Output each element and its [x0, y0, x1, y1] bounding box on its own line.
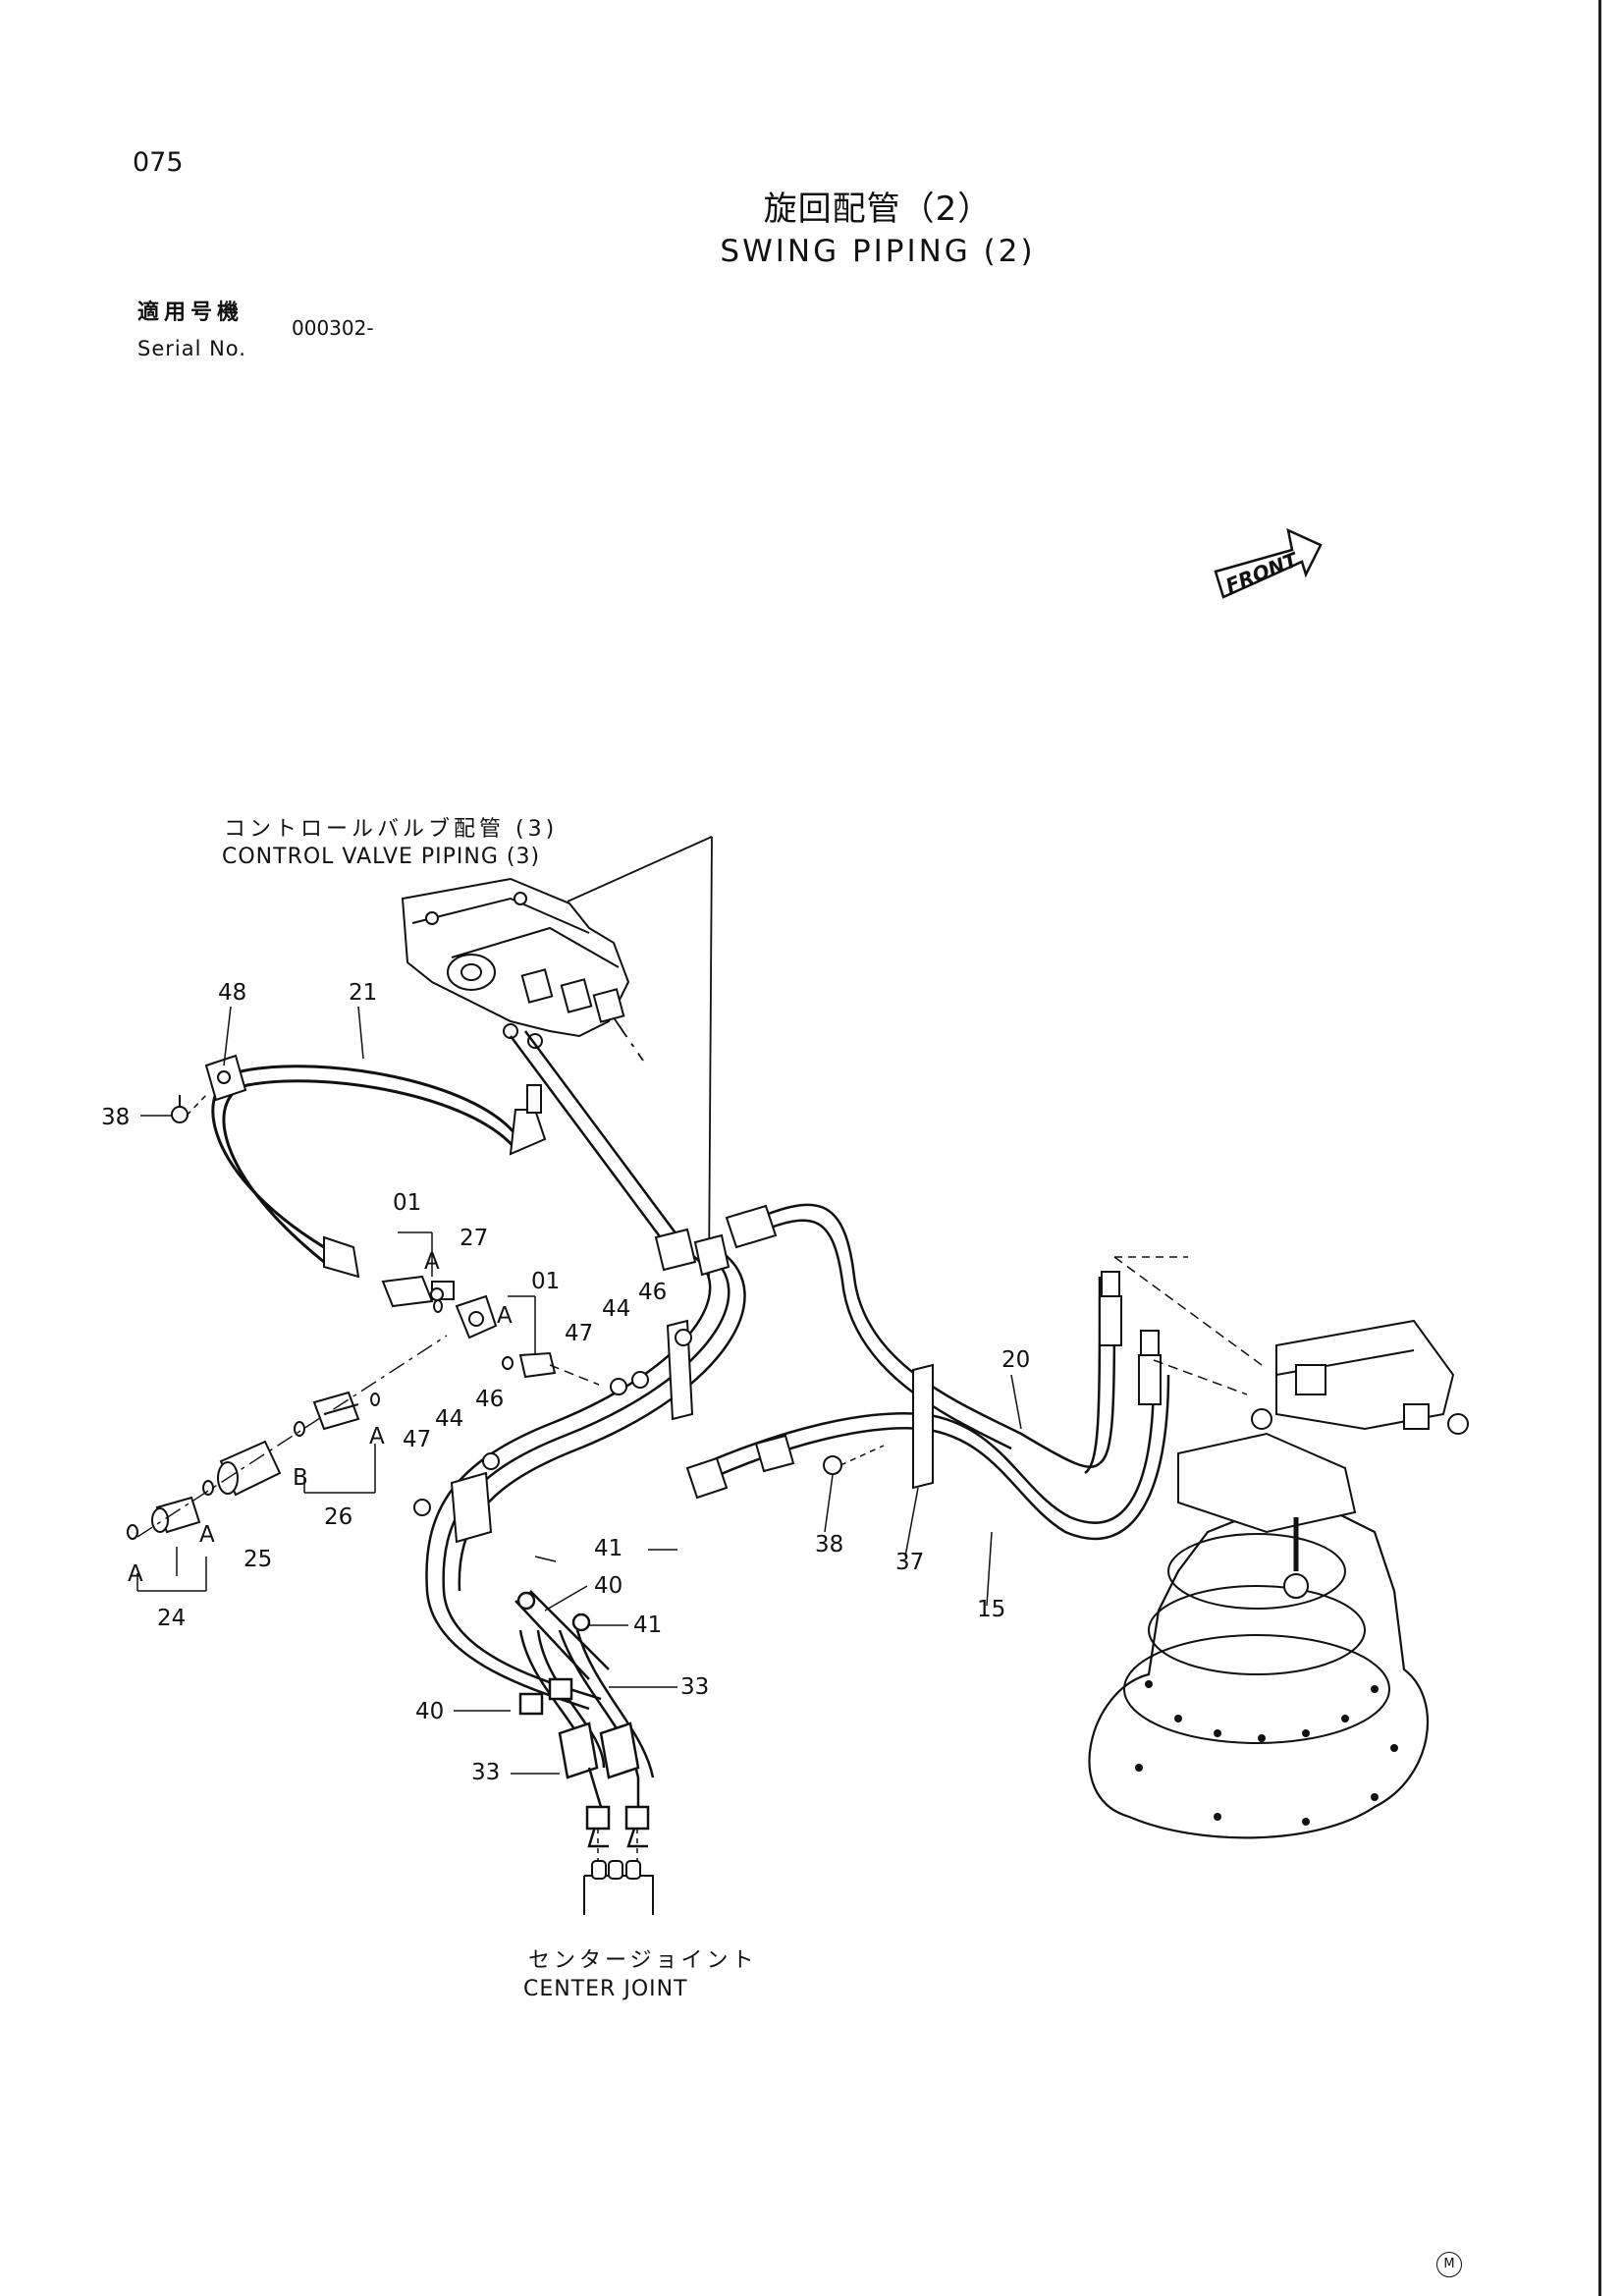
serial-number-value: 000302- [292, 316, 374, 340]
serial-label-japanese: 適用号機 [137, 301, 244, 325]
control-valve-reference: CONTROL VALVE PIPING (3) [222, 845, 541, 869]
page-number: 075 [133, 147, 184, 178]
control-valve-block-icon [401, 877, 630, 1049]
swing-motor-icon [1088, 1256, 1469, 1839]
callout-33-left: 33 [471, 1760, 500, 1785]
callout-33-right: 33 [680, 1674, 709, 1700]
callout-41-upper: 41 [594, 1536, 622, 1561]
callout-37: 37 [895, 1550, 924, 1575]
callout-B: B [293, 1465, 308, 1491]
callout-48: 48 [218, 980, 246, 1006]
serial-label: Serial No. [137, 337, 246, 360]
callout-46-lower: 46 [475, 1387, 504, 1412]
callout-26: 26 [324, 1504, 352, 1530]
clamps-and-bolts [413, 1319, 934, 1544]
callout-40-lower: 40 [415, 1699, 444, 1724]
front-label: FRONT [1222, 547, 1302, 597]
callout-20: 20 [1001, 1347, 1030, 1373]
callout-27: 27 [460, 1226, 488, 1251]
callout-44-lower: 44 [435, 1406, 463, 1432]
callout-38-left: 38 [101, 1105, 130, 1130]
footer-m-mark: M [1436, 2252, 1462, 2277]
callout-46-upper: 46 [638, 1280, 667, 1305]
center-joint-reference-japanese: センタージョイント [528, 1948, 758, 1973]
hoses-33-to-center-joint [514, 1590, 655, 1861]
callout-A-4: A [199, 1522, 215, 1548]
center-joint-icon [583, 1860, 654, 1915]
page-title: SWING PIPING (2) [720, 234, 1036, 269]
callout-41-lower: 41 [633, 1613, 662, 1638]
page-title-japanese: 旋回配管（2） [763, 190, 993, 229]
callout-leader-lines [223, 1006, 1022, 1775]
callout-47-upper: 47 [565, 1321, 593, 1346]
callout-38-right: 38 [815, 1532, 843, 1558]
callout-44-upper: 44 [602, 1296, 630, 1322]
callout-A-2: A [497, 1303, 513, 1329]
page-edge-line [1598, 0, 1601, 2296]
hose-21 [211, 1065, 547, 1279]
callout-21: 21 [349, 980, 377, 1006]
callout-01-right: 01 [531, 1269, 560, 1294]
callout-24: 24 [157, 1606, 186, 1631]
control-valve-reference-japanese: コントロールバルブ配管 (3) [224, 817, 559, 842]
callout-15: 15 [977, 1597, 1005, 1622]
callout-labels: 48 21 38 01 A 27 01 A 44 46 47 A 44 46 4… [101, 980, 1030, 1785]
callout-A-5: A [128, 1561, 143, 1587]
pipe-fittings [654, 1204, 1162, 1500]
callout-40-upper: 40 [594, 1573, 622, 1599]
callout-A-1: A [424, 1249, 440, 1275]
callout-47-lower: 47 [403, 1427, 431, 1452]
callout-A-3: A [369, 1424, 385, 1449]
center-joint-reference: CENTER JOINT [523, 1977, 688, 2001]
callout-25: 25 [243, 1547, 272, 1572]
front-arrow-icon: FRONT [1214, 527, 1323, 599]
callout-01-left: 01 [393, 1190, 421, 1216]
fittings-left-group [127, 1231, 600, 1592]
clamp-48-and-bolt-38 [140, 1054, 247, 1123]
